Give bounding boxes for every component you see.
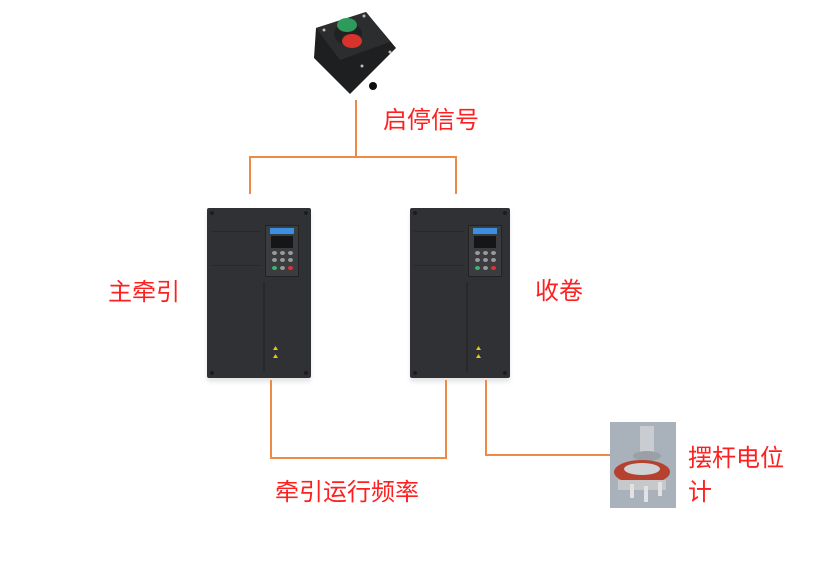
frequency-wire-right <box>445 380 447 459</box>
frequency-wire-horizontal <box>270 457 447 459</box>
start-stop-signal-label: 启停信号 <box>383 106 479 134</box>
stop-button-red <box>342 34 362 48</box>
signal-wire-right-drop <box>455 156 457 194</box>
winding-label: 收卷 <box>535 277 583 305</box>
start-stop-button-box <box>314 12 396 94</box>
dancer-potentiometer-label: 摆杆电位计 <box>688 444 784 506</box>
signal-wire-horizontal <box>249 156 457 158</box>
main-traction-label: 主牵引 <box>108 278 180 306</box>
warning-icon <box>273 346 278 350</box>
winding-inverter <box>410 208 510 378</box>
pot-wire-horizontal <box>485 454 611 456</box>
pot-wire-vertical <box>485 380 487 456</box>
start-button-green <box>337 18 357 32</box>
main-traction-inverter <box>207 208 311 378</box>
warning-icon <box>273 354 278 358</box>
keypad-panel <box>265 225 299 277</box>
potentiometer-image <box>610 422 676 508</box>
signal-wire-left-drop <box>249 156 251 194</box>
warning-icon <box>476 346 481 350</box>
warning-icon <box>476 354 481 358</box>
signal-wire-vertical <box>355 100 357 157</box>
frequency-wire-left <box>270 380 272 459</box>
traction-frequency-label: 牵引运行频率 <box>275 478 419 506</box>
keypad-panel <box>468 225 502 277</box>
